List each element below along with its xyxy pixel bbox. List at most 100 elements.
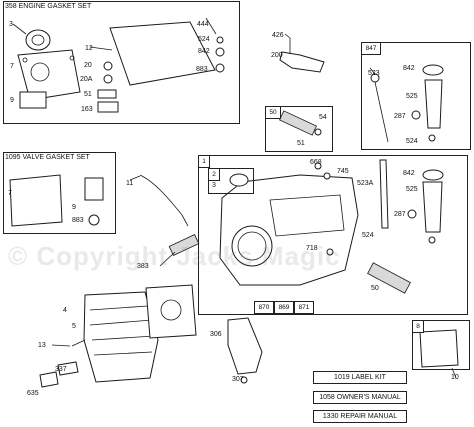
- leader-line: [89, 46, 113, 51]
- callout-883b: 883: [72, 217, 84, 224]
- callout-51a: 51: [84, 91, 92, 98]
- dipstick-parts: [370, 64, 444, 143]
- callout-337: 337: [55, 366, 67, 373]
- seal-51: [97, 89, 117, 99]
- oil-seal-3b: [229, 173, 249, 187]
- valve-gasket-set-title: 1095 VALVE GASKET SET: [5, 154, 90, 161]
- box-847-tag: 847: [361, 42, 381, 55]
- box-847: [361, 42, 471, 150]
- owners-manual-box: 1058 OWNER'S MANUAL: [313, 391, 407, 404]
- callout-9a: 9: [10, 97, 14, 104]
- leader-line: [129, 175, 141, 181]
- box-1-tag: 1: [198, 155, 210, 168]
- engine-block-parts: [219, 159, 444, 294]
- governor-shaft-50b: [367, 262, 411, 294]
- callout-7b: 7: [8, 190, 12, 197]
- seal-524b: [428, 134, 436, 142]
- leader-line: [12, 23, 27, 35]
- governor-link-200: [279, 51, 325, 73]
- washer-20a: [103, 74, 113, 84]
- callout-523a: 523A: [357, 180, 374, 187]
- o-ring-842c: [422, 169, 444, 181]
- dipstick-523: [374, 81, 389, 143]
- gasket-9b: [84, 177, 104, 201]
- dipstick-523a: [379, 159, 389, 229]
- callout-20a: 20A: [80, 76, 93, 83]
- callout-20: 20: [84, 62, 92, 69]
- callout-50: 50: [371, 285, 379, 292]
- seal-524c: [428, 236, 436, 244]
- callout-287b: 287: [394, 211, 406, 218]
- callout-306: 306: [210, 331, 222, 338]
- box-2-tag: 2: [208, 168, 220, 181]
- valve-gasket-set-box: [3, 152, 116, 234]
- callout-4: 4: [63, 307, 67, 314]
- callout-3b: 3: [212, 182, 216, 189]
- block-tag-870: 870: [254, 301, 274, 314]
- fill-tube-525a: [424, 79, 443, 129]
- cylinder-head-4: [83, 291, 159, 383]
- callout-54: 54: [319, 114, 327, 121]
- callout-163: 163: [81, 106, 93, 113]
- fill-tube-525b: [422, 181, 443, 233]
- oil-seal: [25, 29, 51, 51]
- cylinder-head-gasket-7b: [145, 284, 197, 339]
- callout-842b: 842: [403, 65, 415, 72]
- shield-306: [227, 317, 263, 375]
- engine-gasket-set-title: 358 ENGINE GASKET SET: [5, 3, 92, 10]
- o-ring-842a: [215, 47, 225, 57]
- seal-524a: [216, 36, 224, 44]
- label-kit-box: 1019 LABEL KIT: [313, 371, 407, 384]
- callout-383: 383: [137, 263, 149, 270]
- callout-7a: 7: [10, 63, 14, 70]
- valve-cover-gasket: [9, 174, 63, 227]
- crankcase-gasket: [109, 21, 216, 86]
- box-50-tag: 50: [265, 106, 281, 119]
- gasket-883b: [88, 214, 100, 226]
- block-fins: [269, 194, 345, 237]
- leader-line: [369, 67, 376, 75]
- box-8-tag: 8: [412, 320, 424, 333]
- cylinder-bore-inner: [237, 231, 267, 261]
- callout-524c: 524: [362, 232, 374, 239]
- washer-51b: [314, 128, 322, 136]
- screw-307: [240, 376, 248, 384]
- breather-tube-11: [139, 174, 189, 227]
- gasket-883a: [215, 63, 225, 73]
- callout-842c: 842: [403, 170, 415, 177]
- box-2: [208, 168, 254, 194]
- gasket-bolt-hole: [22, 57, 28, 63]
- leader-line: [71, 339, 86, 347]
- engine-gasket-set-parts: [17, 21, 225, 113]
- o-ring-842b: [422, 64, 444, 76]
- callout-842a: 842: [198, 48, 210, 55]
- callout-426: 426: [272, 32, 284, 39]
- callout-883a: 883: [196, 66, 208, 73]
- callout-444: 444: [197, 21, 209, 28]
- breather-383: [168, 234, 200, 256]
- gasket-bolt-hole: [69, 55, 75, 61]
- callout-525a: 525: [406, 93, 418, 100]
- loose-parts: [39, 174, 263, 388]
- callout-12: 12: [85, 45, 93, 52]
- intake-gasket: [19, 91, 47, 109]
- box-8-parts: [419, 329, 459, 379]
- engine-block-box: [198, 155, 468, 315]
- governor-parts: [279, 38, 325, 73]
- engine-gasket-set-box: [3, 1, 240, 124]
- box-50-parts: [279, 110, 322, 136]
- screw-287a: [411, 110, 421, 120]
- cylinder-head-gasket: [17, 49, 81, 101]
- callout-524b: 524: [406, 138, 418, 145]
- box-8: [412, 320, 470, 370]
- callout-524a: 524: [198, 36, 210, 43]
- callout-635: 635: [27, 390, 39, 397]
- repair-manual-box: 1330 REPAIR MANUAL: [313, 410, 407, 423]
- leader-line: [159, 251, 176, 267]
- oil-seal-hole: [31, 34, 45, 46]
- spark-plug-635: [39, 371, 59, 388]
- callout-200: 200: [271, 52, 283, 59]
- leader-line: [284, 33, 291, 39]
